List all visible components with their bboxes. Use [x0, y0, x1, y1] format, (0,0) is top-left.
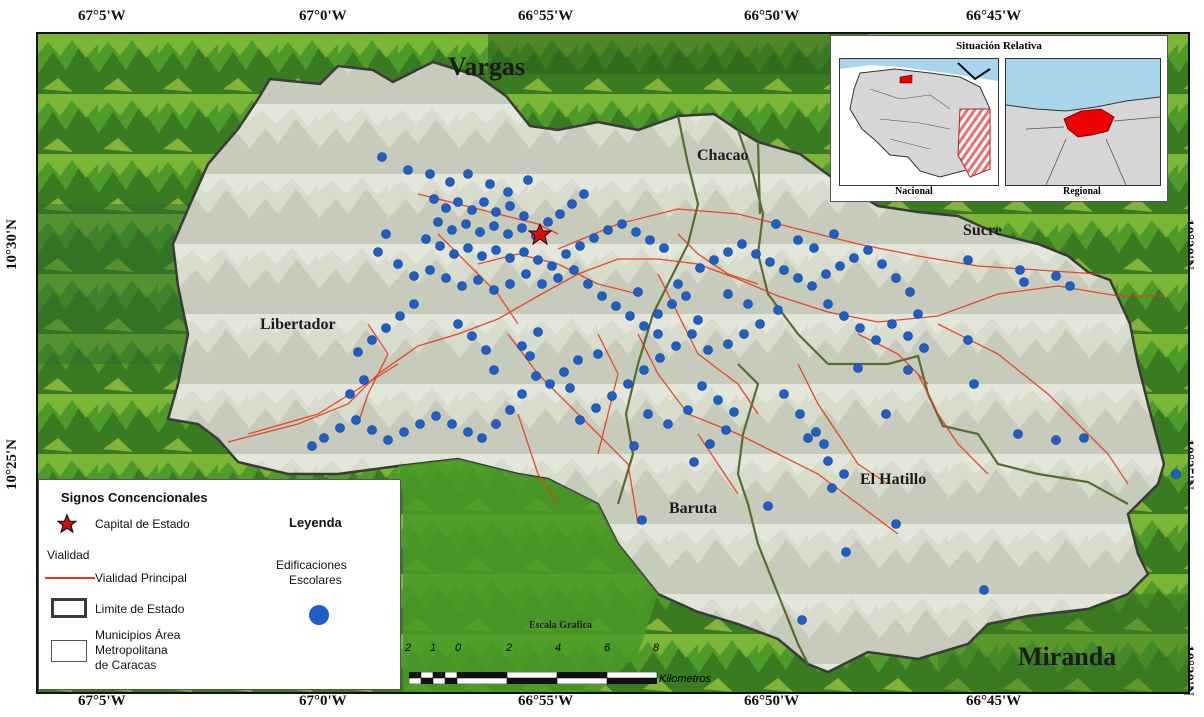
- terrain-dark-top: [488, 34, 868, 74]
- inset-label-regional: Regional: [1063, 186, 1101, 197]
- coord-bottom-1: 67°5'W: [78, 693, 126, 709]
- place-sucre: Sucre: [963, 222, 1002, 239]
- scale-tick-6: 6: [604, 642, 611, 654]
- coord-bottom-5: 66°45'W: [966, 693, 1022, 709]
- school-dot-icon: [309, 605, 329, 625]
- place-baruta: Baruta: [669, 500, 717, 517]
- inset-national-map: [840, 59, 998, 185]
- legend-limite-estado: Limite de Estado: [95, 602, 185, 616]
- metropolitan-area: [166, 60, 1166, 674]
- place-vargas: Vargas: [448, 52, 526, 81]
- coord-top-4: 66°50'W: [744, 8, 800, 24]
- legend-vialidad-principal: Vialidad Principal: [95, 571, 187, 585]
- legend-municipios-1: Municipios Área: [95, 628, 181, 642]
- legend-capital: Capital de Estado: [95, 517, 190, 531]
- terrain-dark-left: [38, 204, 188, 364]
- border-sucre-north: [756, 141, 762, 215]
- place-el-hatillo: El Hatillo: [860, 471, 927, 488]
- map-legend: Signos Concencionales Capital de Estado …: [38, 479, 401, 690]
- coord-top-5: 66°45'W: [966, 8, 1022, 24]
- scale-tick-5: 4: [555, 642, 562, 654]
- scale-tick-2: 1: [430, 642, 437, 654]
- legend-municipios-3: de Caracas: [95, 658, 157, 672]
- legend-municipios-2: Metropolitana: [95, 643, 168, 657]
- scale-tick-7: 8: [653, 642, 660, 654]
- state-limit-swatch: [51, 598, 87, 618]
- coord-bottom-4: 66°50'W: [744, 693, 800, 709]
- coord-top-2: 67°0'W: [299, 8, 347, 24]
- coord-bottom-2: 67°0'W: [299, 693, 347, 709]
- inset-national-pane: [839, 58, 999, 186]
- terrain-green-south: [398, 459, 658, 692]
- legend-heading: Leyenda: [289, 515, 342, 530]
- scale-tick-1: 2: [405, 642, 412, 654]
- coord-left-2: 10°25'N: [4, 439, 20, 490]
- scale-tick-4: 2: [506, 642, 513, 654]
- capital-star: [527, 222, 553, 246]
- legend-edificaciones-1: Edificaciones: [276, 558, 347, 572]
- scale-tick-3: 0: [455, 642, 462, 654]
- coord-top-1: 67°5'W: [78, 8, 126, 24]
- inset-title: Situación Relativa: [956, 40, 1042, 52]
- capital-star-icon: [57, 514, 77, 534]
- border-hatillo-sucre: [828, 354, 1129, 505]
- legend-title: Signos Concencionales: [61, 490, 208, 505]
- coord-left-1: 10°30'N: [4, 219, 20, 270]
- scale-bar: Escala Grafica 2 1 0 2 4 6 8 Kilometros: [405, 620, 735, 688]
- top-strip: [0, 0, 1204, 8]
- inset-label-national: Nacional: [895, 186, 933, 197]
- municipio-swatch: [51, 640, 87, 662]
- coord-bottom-3: 66°55'W: [518, 693, 574, 709]
- legend-edificaciones-2: Escolares: [289, 573, 342, 587]
- coord-top-3: 66°55'W: [518, 8, 574, 24]
- legend-vialidad: Vialidad: [47, 548, 90, 562]
- place-miranda: Miranda: [1018, 642, 1117, 671]
- school-dots: [307, 152, 1181, 625]
- border-baruta-hatillo: [736, 363, 809, 665]
- road-line-icon: [45, 577, 95, 579]
- scale-bar-segments: [409, 672, 658, 684]
- border-chacao-west: [616, 115, 700, 505]
- inset-relative-location: Situación Relativa Nacional Regional: [830, 35, 1168, 202]
- place-chacao: Chacao: [697, 147, 749, 164]
- inset-regional-pane: [1005, 58, 1161, 186]
- scale-unit: Kilometros: [659, 673, 711, 685]
- inset-regional-map: [1006, 59, 1160, 185]
- place-libertador: Libertador: [260, 316, 336, 333]
- scale-title: Escala Grafica: [529, 620, 593, 631]
